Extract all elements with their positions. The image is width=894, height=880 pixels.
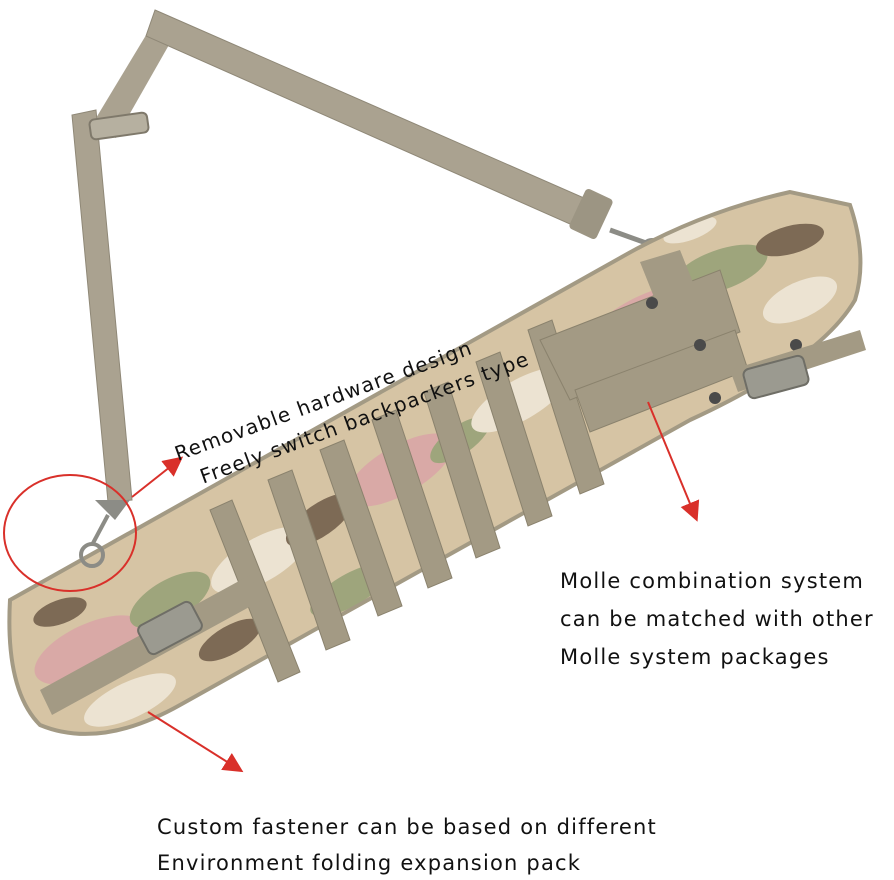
front-fastener-buckle (40, 575, 262, 715)
fastener-caption-line1: Custom fastener can be based on differen… (157, 815, 657, 839)
snap-button (694, 339, 706, 351)
strap-adjuster-buckle (88, 111, 150, 141)
highlight-circle (3, 474, 137, 592)
fastener-caption-line2: Environment folding expansion pack (157, 851, 582, 875)
side-release-buckle (730, 330, 866, 400)
top-pouch (539, 250, 802, 433)
molle-caption-line3: Molle system packages (560, 645, 830, 669)
fastener-arrow (147, 711, 244, 773)
snap-button (790, 339, 802, 351)
hardware-arrow (131, 456, 184, 498)
molle-caption-line1: Molle combination system (560, 569, 865, 593)
molle-caption-line2: can be matched with other (560, 607, 874, 631)
molle-arrow (647, 401, 700, 522)
bottom-swivel-clip (79, 500, 130, 568)
annotation-marks (3, 401, 700, 773)
snap-button (709, 392, 721, 404)
molle-webbing (209, 319, 605, 683)
scabbard-bag (7, 189, 866, 736)
snap-button (646, 297, 658, 309)
